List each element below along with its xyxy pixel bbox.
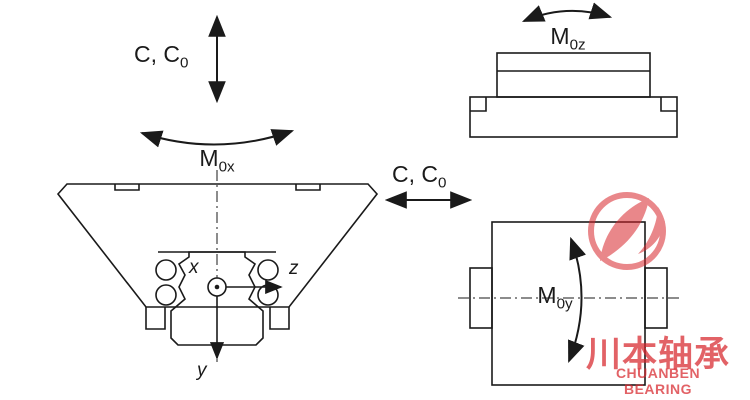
top-notch-right xyxy=(295,184,321,191)
label-c-vertical: C, C0 xyxy=(134,41,189,72)
ball-bottom-left xyxy=(155,284,177,306)
rail-step-left xyxy=(470,97,487,112)
axis-label-y: y xyxy=(197,360,207,381)
carriage-leg-left xyxy=(145,307,166,330)
ball-top-left xyxy=(155,259,177,281)
label-m0x-text: M xyxy=(199,145,219,171)
label-m0y: M0y xyxy=(520,282,590,313)
side-view xyxy=(458,221,680,386)
rail-step-right xyxy=(660,97,677,112)
carriage-top-block xyxy=(496,52,651,98)
carriage-cross-section-view xyxy=(56,170,379,362)
rail-profile xyxy=(170,251,264,346)
top-notch-left xyxy=(114,184,140,191)
watermark-logo xyxy=(588,192,666,270)
label-m0y-text: M xyxy=(537,282,557,308)
top-view xyxy=(469,2,678,138)
origin-dot xyxy=(214,284,220,290)
watermark-chinese: 川本轴承 xyxy=(585,335,730,374)
label-c-horizontal-text: C, C xyxy=(392,161,438,187)
label-c-horizontal: C, C0 xyxy=(392,161,447,192)
watermark-logo-ring xyxy=(588,192,666,270)
watermark-logo-swoosh-2 xyxy=(638,207,665,254)
moment-arc-m0x xyxy=(139,129,295,148)
rail-base-block xyxy=(469,96,678,138)
watermark-logo-swoosh xyxy=(600,198,649,261)
label-m0x: M0x xyxy=(177,145,257,176)
rail-stub-right xyxy=(644,267,668,329)
moment-arc-m0y xyxy=(568,236,586,364)
label-m0x-sub: 0x xyxy=(218,158,235,176)
rail-stub-left xyxy=(469,267,493,329)
label-m0y-sub: 0y xyxy=(556,295,573,313)
ball-top-right xyxy=(257,259,279,281)
label-c-vertical-text: C, C xyxy=(134,41,180,67)
axis-label-z: z xyxy=(289,258,299,279)
moment-arc-m0z xyxy=(521,2,613,22)
ball-bottom-right xyxy=(257,284,279,306)
carriage-leg-right xyxy=(269,307,290,330)
label-m0z-text: M xyxy=(550,23,570,49)
label-m0z-sub: 0z xyxy=(569,36,586,54)
label-m0z: M0z xyxy=(528,23,608,54)
watermark-english: CHUANBEN BEARING xyxy=(615,365,701,397)
label-c-horizontal-sub: 0 xyxy=(438,174,447,192)
load-arrows-left xyxy=(139,14,473,209)
axis-label-x: x xyxy=(189,257,199,278)
label-c-vertical-sub: 0 xyxy=(180,54,189,72)
